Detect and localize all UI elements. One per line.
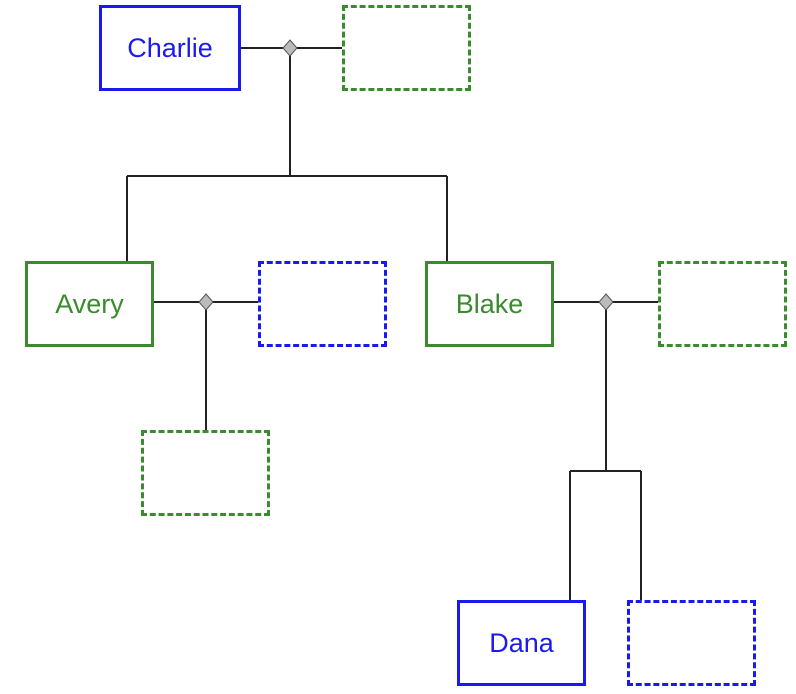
person-avery[interactable]: Avery <box>25 261 154 347</box>
person-name: Charlie <box>127 32 213 63</box>
marriage-diamond-avery <box>198 293 214 311</box>
person-dana[interactable]: Dana <box>457 600 586 686</box>
child-unknown-avery[interactable] <box>141 430 270 516</box>
child-unknown-blake[interactable] <box>627 600 756 686</box>
person-charlie[interactable]: Charlie <box>99 5 241 91</box>
spouse-unknown-avery[interactable] <box>258 261 387 347</box>
person-blake[interactable]: Blake <box>425 261 554 347</box>
person-name: Dana <box>489 627 554 658</box>
spouse-unknown-charlie[interactable] <box>342 5 471 91</box>
marriage-diamond-blake <box>598 293 614 311</box>
spouse-unknown-blake[interactable] <box>658 261 787 347</box>
person-name: Blake <box>455 288 524 319</box>
marriage-diamond-charlie <box>282 39 298 57</box>
person-name: Avery <box>55 288 124 319</box>
